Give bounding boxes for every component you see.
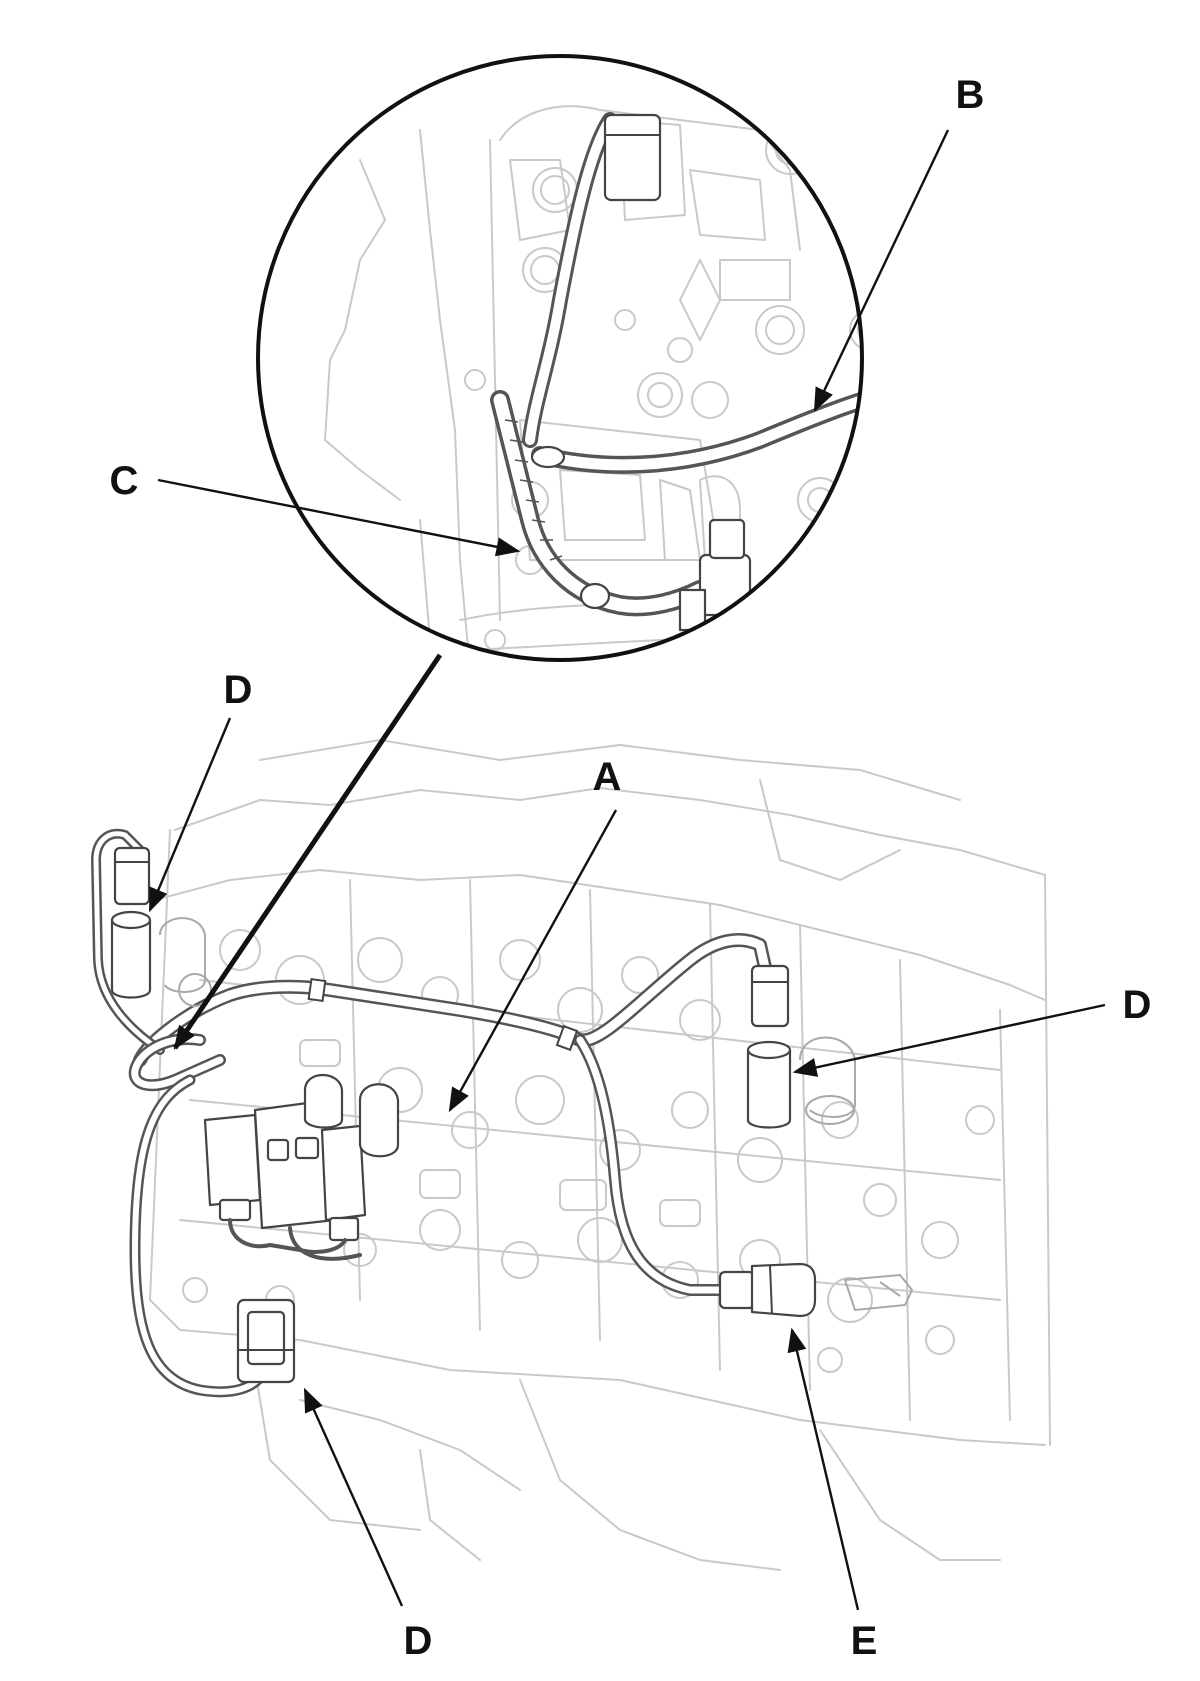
leader-b: [813, 129, 950, 413]
detail-zoom-view: [256, 54, 864, 662]
callout-e: E: [851, 1619, 878, 1663]
valve-body-outline: [149, 739, 1051, 1571]
leader-a: [448, 809, 618, 1113]
zoom-pointer-arrow: [172, 653, 443, 1050]
connector-e: [718, 1262, 913, 1318]
callout-d-right: D: [1123, 983, 1152, 1027]
leader-d-right: [792, 1003, 1106, 1077]
leader-d-top-left: [148, 717, 232, 913]
callout-a: A: [593, 755, 622, 799]
leader-c: [157, 478, 521, 557]
callout-d-bottom: D: [404, 1619, 433, 1663]
callout-c: C: [110, 459, 139, 503]
solenoid-pack: [203, 1074, 400, 1261]
callout-d-top-left: D: [224, 668, 253, 712]
leader-d-bottom: [303, 1387, 404, 1607]
harness-a: [91, 828, 777, 1398]
connector-d-right: [746, 964, 856, 1129]
connector-d-bottom: [236, 1298, 296, 1384]
callout-b: B: [956, 73, 985, 117]
connector-d-top-left: [110, 846, 212, 1007]
leader-e: [787, 1327, 860, 1611]
